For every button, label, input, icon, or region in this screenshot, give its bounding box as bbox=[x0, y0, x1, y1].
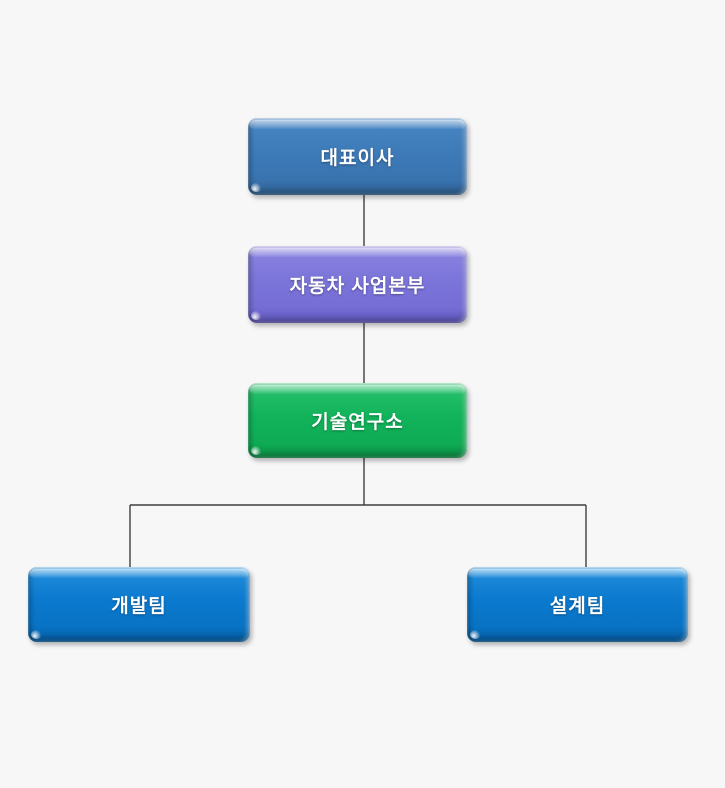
org-node-division[interactable]: 자동차 사업본부 bbox=[248, 246, 467, 323]
org-node-dev-team[interactable]: 개발팀 bbox=[28, 567, 250, 642]
org-node-lab-label: 기술연구소 bbox=[311, 412, 404, 433]
org-node-ceo[interactable]: 대표이사 bbox=[248, 118, 467, 195]
org-node-design-team-label: 설계팀 bbox=[549, 596, 606, 617]
org-node-ceo-label: 대표이사 bbox=[320, 148, 395, 169]
org-node-dev-team-label: 개발팀 bbox=[111, 596, 167, 617]
org-node-design-team[interactable]: 설계팀 bbox=[467, 567, 688, 642]
org-node-division-label: 자동차 사업본부 bbox=[289, 276, 426, 297]
org-node-lab[interactable]: 기술연구소 bbox=[248, 383, 467, 458]
